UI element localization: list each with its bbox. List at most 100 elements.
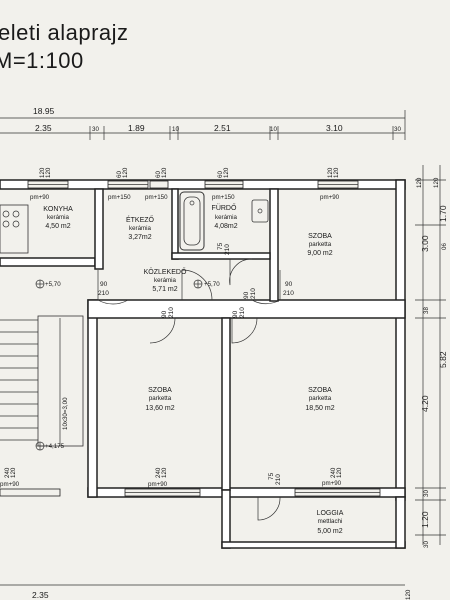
svg-text:60: 60 — [116, 171, 123, 178]
svg-text:90: 90 — [232, 310, 239, 318]
walls — [0, 179, 406, 549]
svg-text:210: 210 — [275, 474, 282, 485]
svg-text:75: 75 — [217, 242, 224, 250]
svg-text:240: 240 — [330, 467, 337, 478]
svg-text:210: 210 — [250, 288, 257, 299]
svg-text:+5,70: +5,70 — [45, 281, 61, 288]
window-height-markers: 120 120 60 120 60 120 60 120 120 120 — [39, 167, 340, 178]
svg-text:4,08m2: 4,08m2 — [214, 223, 237, 230]
svg-text:SZOBA: SZOBA — [148, 387, 172, 394]
svg-text:120: 120 — [223, 167, 230, 178]
room-dining: ÉTKEZŐ kerámia 3,27m2 — [126, 215, 155, 241]
svg-text:+4,175: +4,175 — [45, 443, 65, 450]
dim-seg-6: 10 — [270, 126, 277, 133]
dim-seg-7: 3.10 — [326, 123, 343, 133]
svg-text:pm+90: pm+90 — [30, 194, 50, 201]
svg-text:120: 120 — [336, 467, 343, 478]
dim-right-9: 30 — [423, 490, 430, 497]
svg-text:120: 120 — [333, 167, 340, 178]
bathroom-sink — [251, 199, 269, 223]
svg-text:kerámia: kerámia — [129, 225, 152, 232]
svg-text:kerámia: kerámia — [47, 214, 70, 221]
svg-text:210: 210 — [98, 290, 109, 297]
level-markers: +5,70 +5,70 +4,175 — [35, 279, 220, 451]
svg-text:mettlachi: mettlachi — [318, 518, 343, 525]
dim-right-8: 5.82 — [438, 351, 448, 368]
svg-text:75: 75 — [268, 472, 275, 480]
dim-seg-4: 10 — [172, 126, 179, 133]
svg-text:4,50 m2: 4,50 m2 — [45, 223, 70, 230]
dim-right-3: 1.70 — [438, 205, 448, 222]
svg-text:+5,70: +5,70 — [204, 281, 220, 288]
dim-seg-8: 30 — [394, 126, 401, 133]
window-labels: pm+90 pm+150 pm+150 pm+150 pm+90 pm+90 p… — [0, 194, 342, 488]
svg-text:90: 90 — [243, 291, 250, 299]
room-bedroom-left: SZOBA parketta 13,60 m2 — [145, 387, 174, 412]
kitchen-counter — [0, 204, 29, 254]
svg-text:13,60 m2: 13,60 m2 — [145, 405, 174, 412]
svg-text:120: 120 — [327, 167, 334, 178]
svg-text:90: 90 — [161, 310, 168, 318]
bathtub — [179, 191, 205, 251]
dim-right-7: 4.20 — [420, 395, 430, 412]
svg-text:120: 120 — [405, 589, 412, 600]
bottom-dimension-chain: 2.35 120 — [0, 584, 412, 600]
svg-text:SZOBA: SZOBA — [308, 387, 332, 394]
svg-text:kerámia: kerámia — [215, 214, 238, 221]
svg-text:210: 210 — [224, 244, 231, 255]
room-bathroom: FÜRDŐ kerámia 4,08m2 — [212, 203, 238, 230]
svg-text:pm+90: pm+90 — [322, 480, 342, 487]
room-loggia: LOGGIA mettlachi 5,00 m2 — [317, 510, 344, 535]
svg-text:90: 90 — [100, 281, 108, 288]
bottom-window-heights: 240 120 240 120 240 120 — [4, 467, 343, 478]
windows — [0, 180, 381, 497]
svg-text:120: 120 — [161, 467, 168, 478]
svg-text:240: 240 — [4, 467, 11, 478]
svg-text:120: 120 — [161, 167, 168, 178]
svg-text:SZOBA: SZOBA — [308, 233, 332, 240]
dim-right-1: 120 — [416, 177, 423, 188]
right-dimension-chain: 120 120 1.70 3.00 06 38 4.20 5.82 30 1.2… — [415, 165, 448, 548]
dim-right-4: 3.00 — [420, 235, 430, 252]
dim-right-11: 30 — [423, 541, 430, 548]
svg-text:KONYHA: KONYHA — [43, 206, 73, 213]
svg-text:60: 60 — [155, 171, 162, 178]
dim-right-5: 06 — [441, 243, 448, 250]
svg-text:pm+90: pm+90 — [0, 481, 20, 488]
top-dimension-chain: 18.95 2.35 30 1.89 10 2.51 10 3.10 30 — [0, 106, 406, 140]
dim-right-2: 120 — [433, 177, 440, 188]
svg-text:pm+150: pm+150 — [212, 194, 235, 201]
svg-text:3,27m2: 3,27m2 — [128, 234, 151, 241]
svg-text:9,00 m2: 9,00 m2 — [307, 250, 332, 257]
dim-seg-3: 1.89 — [128, 123, 145, 133]
room-kitchen: KONYHA kerámia 4,50 m2 — [43, 206, 73, 230]
svg-text:18,50 m2: 18,50 m2 — [305, 405, 334, 412]
svg-text:kerámia: kerámia — [154, 277, 177, 284]
room-bedroom-right: SZOBA parketta 18,50 m2 — [305, 387, 334, 412]
door-swings — [97, 258, 281, 521]
dim-total: 18.95 — [33, 106, 55, 116]
dim-seg-1: 2.35 — [35, 123, 52, 133]
svg-text:240: 240 — [155, 467, 162, 478]
svg-text:210: 210 — [283, 290, 294, 297]
svg-text:120: 120 — [39, 167, 46, 178]
svg-text:parketta: parketta — [309, 395, 332, 402]
svg-text:60: 60 — [217, 171, 224, 178]
dim-right-10: 1.20 — [420, 511, 430, 528]
scale-label: M=1:100 — [0, 48, 84, 73]
stair-label: 10x30=3,00 — [62, 397, 69, 430]
svg-text:120: 120 — [45, 167, 52, 178]
svg-text:120: 120 — [10, 467, 17, 478]
svg-text:pm+150: pm+150 — [145, 194, 168, 201]
room-small-bedroom: SZOBA parketta 9,00 m2 — [307, 233, 332, 257]
dim-right-6: 38 — [423, 307, 430, 314]
plan-title: eleti alaprajz — [0, 20, 129, 45]
svg-text:210: 210 — [168, 307, 175, 318]
svg-text:5,71 m2: 5,71 m2 — [152, 286, 177, 293]
svg-text:ÉTKEZŐ: ÉTKEZŐ — [126, 215, 155, 224]
svg-text:parketta: parketta — [309, 241, 332, 248]
svg-text:2.35: 2.35 — [32, 590, 49, 600]
door-labels: 90 210 90 210 90 210 75 210 90 210 90 21… — [98, 242, 294, 485]
